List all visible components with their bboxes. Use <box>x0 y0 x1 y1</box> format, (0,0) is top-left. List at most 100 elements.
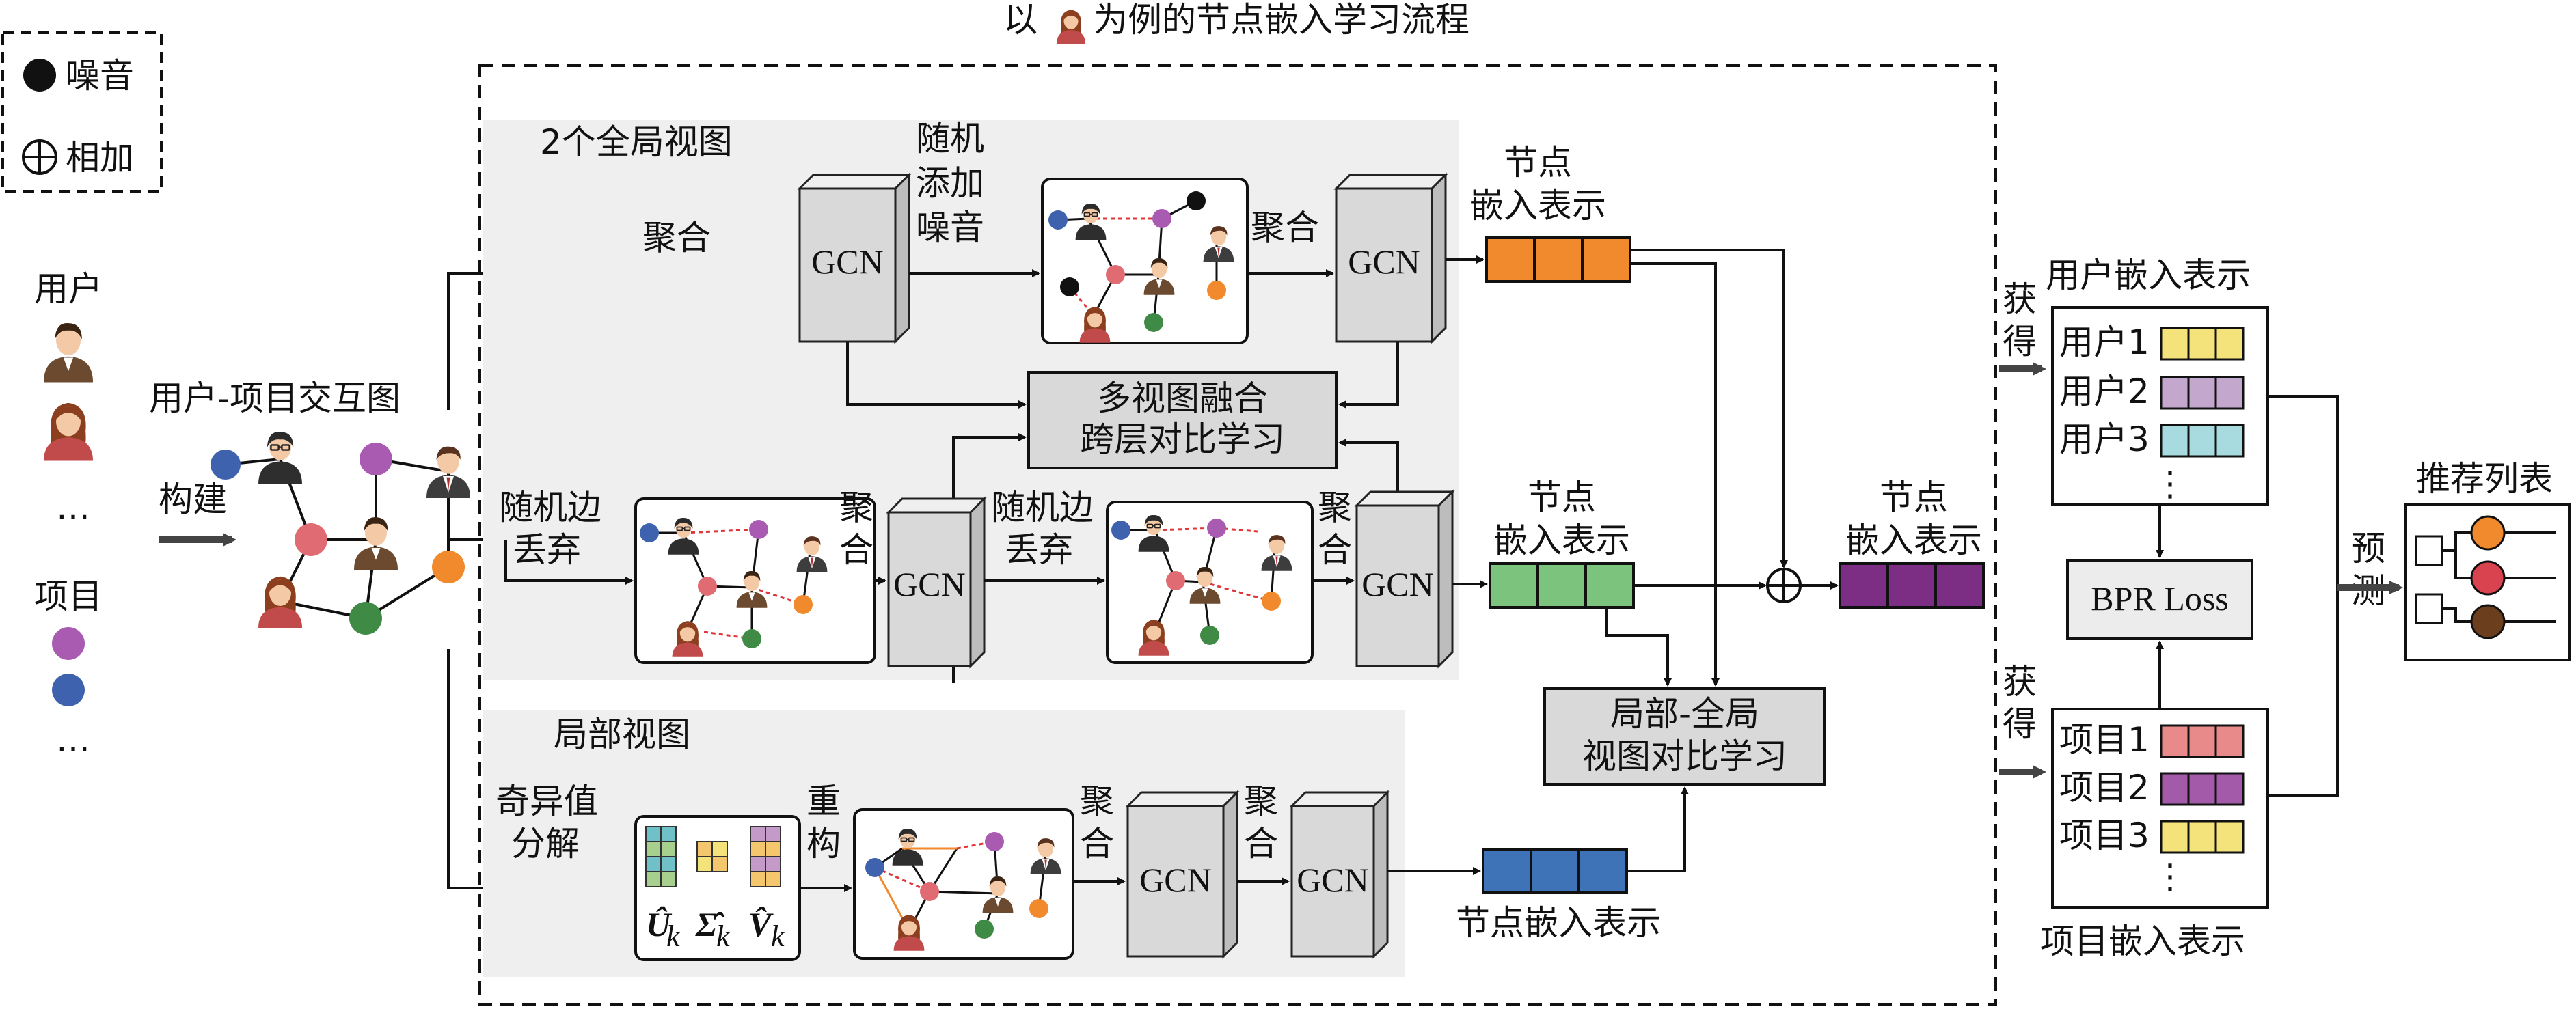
svg-text:视图对比学习: 视图对比学习 <box>1582 736 1787 776</box>
svg-text:k: k <box>716 920 731 953</box>
add-icon <box>22 139 57 175</box>
title-prefix: 以 <box>1003 0 1038 40</box>
build-label: 构建 <box>159 480 227 519</box>
drop2-label-1: 随机边 <box>991 488 1094 527</box>
final-emb-label-1: 节点 <box>1880 478 1948 517</box>
female-user-icon <box>1056 10 1086 44</box>
user-icon <box>426 446 470 498</box>
main-frame <box>478 64 1997 1006</box>
emb2-label-1: 节点 <box>1528 478 1596 517</box>
legend-add: 相加 <box>66 138 134 178</box>
edge-dropped-graph-1 <box>634 497 876 664</box>
blue-embedding <box>1482 848 1628 894</box>
contrast-box: 局部-全局 视图对比学习 <box>1543 687 1826 786</box>
agg-v1: 聚 <box>839 488 873 527</box>
user-icon <box>258 576 302 628</box>
noise-label-1: 随机 <box>916 119 984 158</box>
noisy-graph <box>1041 178 1249 344</box>
svg-text:⋮: ⋮ <box>2153 857 2187 896</box>
svg-text:k: k <box>771 920 785 953</box>
svd-label-2: 分解 <box>511 824 580 863</box>
female-user-icon <box>44 402 93 461</box>
user-emb-title: 用户嵌入表示 <box>2046 255 2251 295</box>
svg-text:项目1: 项目1 <box>2059 720 2150 760</box>
aggregate-label-2: 聚合 <box>1251 208 1319 247</box>
aggregate-label: 聚合 <box>642 218 711 258</box>
predict-1: 预 <box>2351 529 2385 568</box>
gcn-block: GCN <box>886 496 987 669</box>
rec-item-3 <box>2470 604 2506 639</box>
user-label: 用户 <box>34 269 103 309</box>
drop-label-2: 丢弃 <box>513 530 581 570</box>
local-agg2-1: 聚 <box>1244 782 1278 821</box>
edge-dropped-graph-2 <box>1106 501 1314 664</box>
diagram-title: 以 为例的节点嵌入学习流程 <box>1003 0 1469 44</box>
reconstructed-graph <box>853 808 1074 960</box>
green-embedding <box>1489 562 1635 609</box>
user-icon <box>354 517 398 570</box>
svg-text:项目3: 项目3 <box>2059 816 2150 855</box>
svg-text:GCN: GCN <box>893 565 966 603</box>
emb2-label-2: 嵌入表示 <box>1493 521 1630 560</box>
gcn-block: GCN <box>1354 489 1455 669</box>
gcn-block: GCN <box>1333 172 1448 344</box>
svg-text:项目2: 项目2 <box>2059 768 2150 807</box>
svg-text:V̂: V̂ <box>748 905 774 943</box>
orange-embedding <box>1485 236 1631 283</box>
svg-text:用户2: 用户2 <box>2059 372 2150 411</box>
local-title: 局部视图 <box>554 715 690 754</box>
bpr-loss-box: BPR Loss <box>2066 559 2253 640</box>
gcn-block: GCN <box>1289 790 1390 959</box>
svg-text:跨层对比学习: 跨层对比学习 <box>1080 419 1285 459</box>
node-purple <box>360 443 392 475</box>
node-green <box>349 602 382 635</box>
agg2-v1: 聚 <box>1318 488 1352 527</box>
rec-item-1 <box>2470 515 2506 551</box>
recommendation-list <box>2404 503 2571 661</box>
node-blue <box>211 450 241 480</box>
global-title: 2个全局视图 <box>540 122 733 162</box>
add-node <box>1766 568 1802 603</box>
noise-label-2: 添加 <box>916 163 984 203</box>
user-icon <box>257 430 303 485</box>
agg-v2: 合 <box>839 530 873 570</box>
svg-text:局部-全局: 局部-全局 <box>1610 694 1759 734</box>
gcn-block: GCN <box>1125 790 1240 959</box>
left-column: 用户 … 项目 … <box>34 269 103 760</box>
item-node-purple <box>52 627 85 660</box>
local-agg2-2: 合 <box>1244 824 1278 863</box>
item-node-blue <box>52 674 85 706</box>
legend-noise: 噪音 <box>66 56 134 96</box>
drop-label-1: 随机边 <box>499 488 601 527</box>
gcn-block: GCN <box>797 172 912 344</box>
get-2-top: 得 <box>2003 322 2037 361</box>
recon-2: 构 <box>806 824 841 863</box>
svg-text:用户1: 用户1 <box>2059 322 2150 362</box>
svg-text:GCN: GCN <box>1361 565 1434 603</box>
rec-list-title: 推荐列表 <box>2416 459 2553 499</box>
user-ellipsis: … <box>56 488 90 527</box>
title-suffix: 为例的节点嵌入学习流程 <box>1094 0 1469 40</box>
emb-label-2: 嵌入表示 <box>1469 186 1606 225</box>
agg2-v2: 合 <box>1318 530 1352 570</box>
graph-title: 用户-项目交互图 <box>149 378 401 418</box>
svd-label-1: 奇异值 <box>496 782 598 821</box>
get-1-bottom: 获 <box>2003 662 2037 702</box>
item-embeddings-box: 项目1 项目2 项目3 ⋮ <box>2051 708 2269 909</box>
purple-embedding <box>1839 562 1985 609</box>
legend: 噪音 相加 <box>1 31 163 193</box>
noise-label-3: 噪音 <box>916 208 984 247</box>
item-ellipsis: … <box>56 720 90 760</box>
svg-text:GCN: GCN <box>1297 861 1369 899</box>
drop2-label-2: 丢弃 <box>1005 530 1073 570</box>
svg-text:GCN: GCN <box>811 243 884 281</box>
svg-text:GCN: GCN <box>1348 243 1420 281</box>
local-agg-2: 合 <box>1080 824 1114 863</box>
svg-text:k: k <box>666 920 681 953</box>
emb-label-1: 节点 <box>1504 143 1572 182</box>
node-pink <box>295 523 327 556</box>
rec-item-2 <box>2470 560 2506 596</box>
svg-text:用户3: 用户3 <box>2059 419 2150 459</box>
item-label: 项目 <box>34 577 103 616</box>
